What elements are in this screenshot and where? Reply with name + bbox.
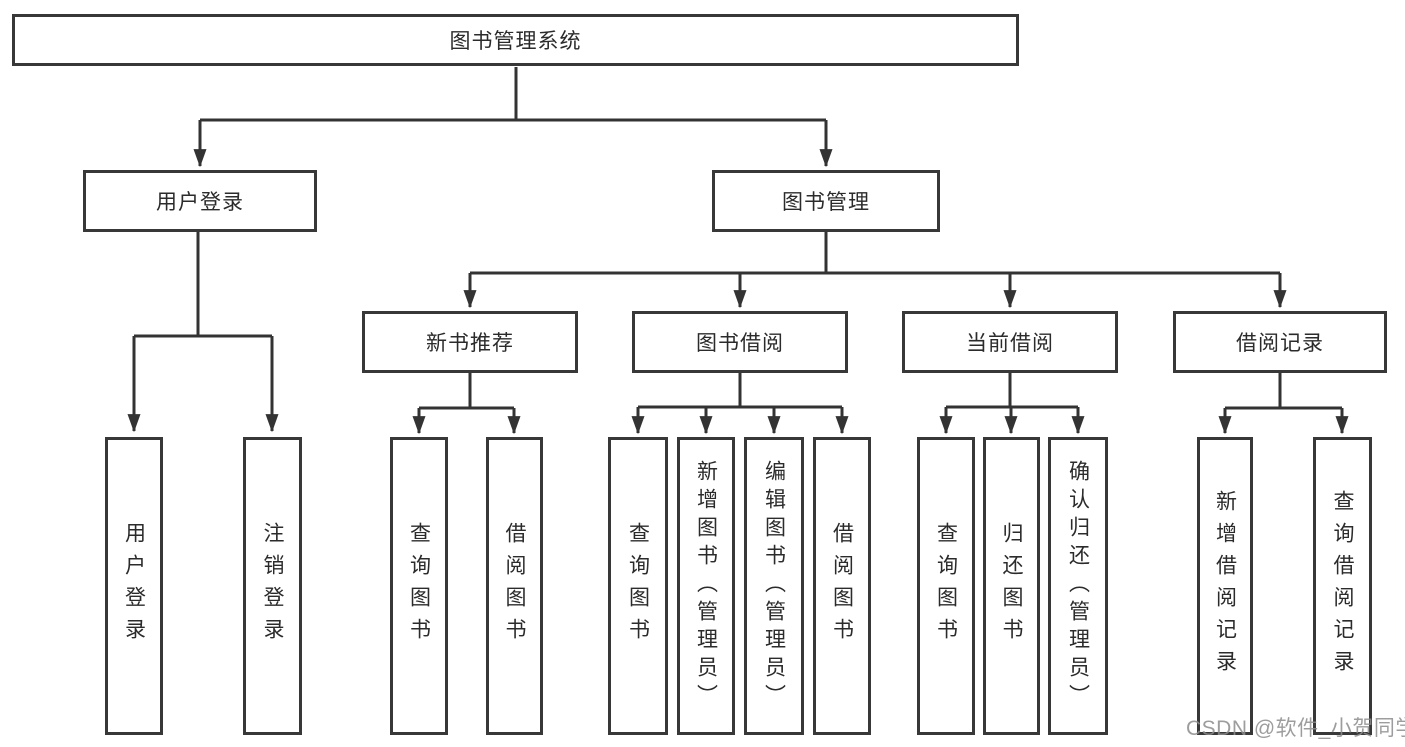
node-current-borrow: 当前借阅 [902,311,1118,373]
node-add-book-admin: 新增图书（管理员） [677,437,735,735]
node-query-books: 查询图书 [390,437,448,735]
node-label: 查询图书 [934,522,958,650]
node-label: 图书管理系统 [449,30,582,53]
node-label: 确认归还（管理员） [1066,460,1090,712]
node-user-login-leaf: 用户登录 [105,437,163,735]
node-label: 新书推荐 [426,332,514,355]
node-query-borrow-record: 查询借阅记录 [1313,437,1372,735]
node-logout: 注销登录 [243,437,302,735]
node-label: 当前借阅 [966,332,1054,355]
node-label: 新增借阅记录 [1213,490,1237,682]
node-borrow-books: 借阅图书 [486,437,543,735]
node-new-book-recommend: 新书推荐 [362,311,578,373]
node-label: 借阅图书 [830,522,854,650]
node-label: 借阅记录 [1236,332,1324,355]
node-query-books: 查询图书 [608,437,668,735]
node-edit-book-admin: 编辑图书（管理员） [744,437,804,735]
node-borrow-books: 借阅图书 [813,437,871,735]
node-label: 用户登录 [156,191,244,214]
node-user-login: 用户登录 [83,170,317,232]
node-confirm-return-admin: 确认归还（管理员） [1048,437,1108,735]
node-label: 借阅图书 [503,522,526,650]
node-label: 图书借阅 [696,332,784,355]
node-label: 查询图书 [407,522,431,650]
node-label: 用户登录 [122,522,146,650]
node-label: 归还图书 [1000,522,1023,650]
node-label: 查询图书 [626,522,650,650]
csdn-watermark: CSDN @软件_小贺同学 [1186,717,1405,740]
node-label: 新增图书（管理员） [694,460,718,712]
node-label: 图书管理 [782,191,870,214]
node-borrow-records: 借阅记录 [1173,311,1387,373]
node-book-borrow: 图书借阅 [632,311,848,373]
node-add-borrow-record: 新增借阅记录 [1197,437,1253,735]
node-library-system: 图书管理系统 [12,14,1019,66]
node-label: 查询借阅记录 [1331,490,1354,682]
node-label: 编辑图书（管理员） [762,460,786,712]
node-return-book: 归还图书 [983,437,1040,735]
node-query-books: 查询图书 [917,437,975,735]
node-book-management: 图书管理 [712,170,940,232]
node-label: 注销登录 [261,522,284,650]
